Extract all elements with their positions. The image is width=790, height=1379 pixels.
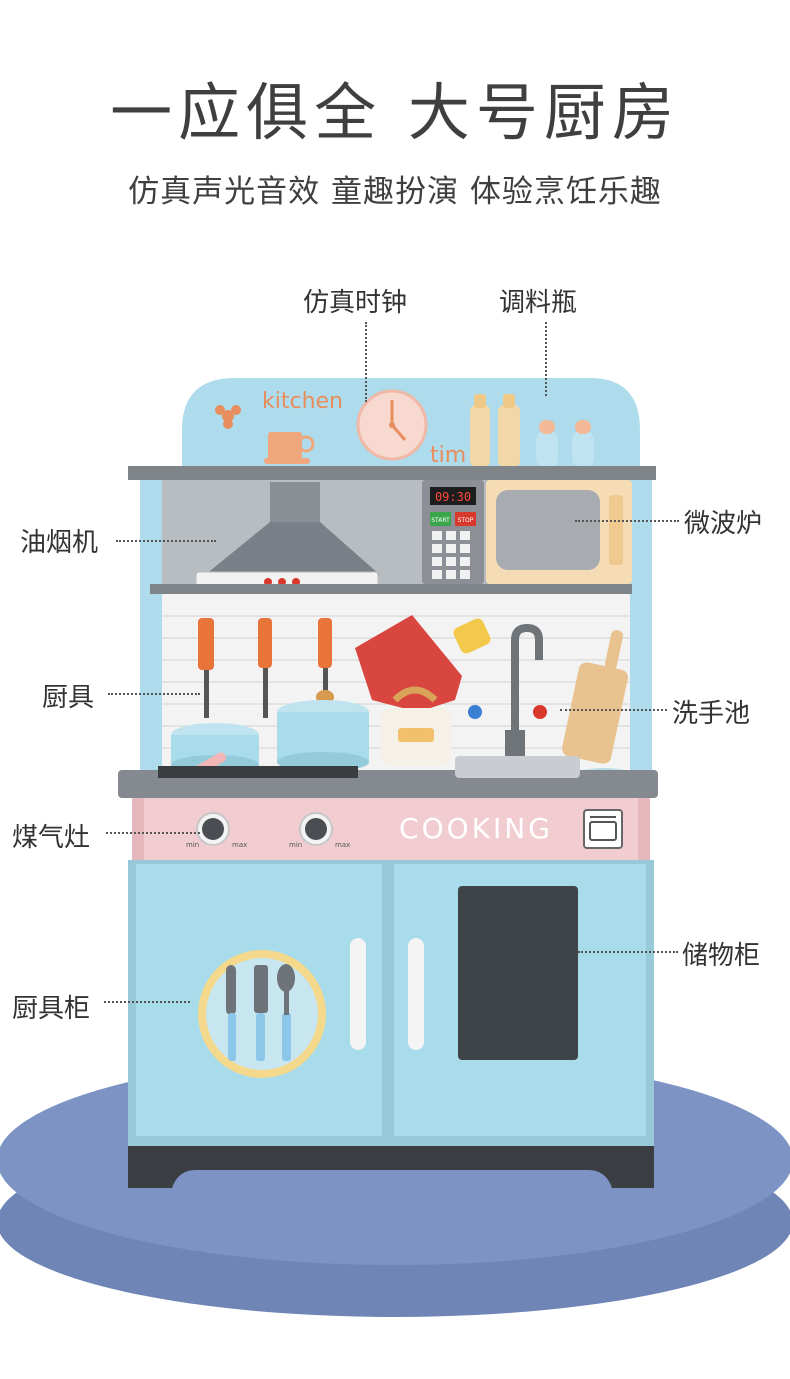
microwave-display-text: 09:30: [435, 490, 471, 504]
callout-stove-label: 煤气灶: [12, 823, 91, 853]
callout-storage-line: [578, 951, 678, 953]
top-shelf: [128, 466, 656, 480]
start-label: START: [431, 517, 450, 524]
cutting-board: [562, 630, 628, 764]
seasoning-bottles: [470, 394, 594, 468]
hutch-right-panel: [630, 480, 652, 770]
back-board-kitchen-text: kitchen: [262, 389, 343, 414]
stock-pot: [277, 700, 369, 772]
callout-microwave-line: [575, 520, 679, 522]
callout-clock-label: 仿真时钟: [303, 288, 408, 318]
left-cabinet-door: [136, 864, 382, 1136]
faucet: [468, 623, 547, 756]
callout-stove-line: [106, 832, 200, 834]
knob-left-min-label: min: [186, 841, 199, 849]
page-title: 一应俱全 大号厨房: [110, 76, 680, 149]
stove-knob-right: min max: [289, 812, 350, 849]
callout-sink-line: [560, 709, 667, 711]
oven-mitt: [355, 615, 462, 712]
range-hood: [195, 482, 380, 593]
page-subtitle: 仿真声光音效 童趣扮演 体验烹饪乐趣: [128, 174, 662, 210]
callout-clock-line: [365, 322, 367, 402]
cabinet-base: [128, 1146, 654, 1188]
knob-right-max-label: max: [335, 841, 350, 849]
middle-shelf: [150, 584, 632, 594]
cooking-label: COOKING: [399, 812, 553, 845]
microwave-control-panel: 09:30 START STOP: [422, 480, 484, 584]
oven-icon: [583, 809, 623, 849]
stop-label: STOP: [458, 517, 474, 524]
sink-basin: [455, 756, 580, 778]
callout-hood-label: 油烟机: [20, 528, 99, 558]
cutlery-icon: [226, 964, 295, 1061]
right-cabinet-door: [394, 864, 646, 1136]
callout-seasoning-label: 调料瓶: [499, 288, 578, 318]
callout-utensils-label: 厨具: [42, 683, 95, 713]
stove-top: [158, 766, 358, 778]
callout-utensils-line: [108, 693, 200, 695]
callout-cabinet-line: [104, 1001, 190, 1003]
rice-cooker: [381, 686, 451, 766]
stove-knob-left: min max: [186, 812, 247, 849]
teacup-icon: [264, 432, 315, 464]
hutch-left-panel: [140, 480, 162, 770]
callout-microwave-label: 微波炉: [684, 509, 763, 539]
callout-cabinet-label: 厨具柜: [12, 994, 91, 1024]
flower-icon: [215, 405, 241, 429]
callout-sink-label: 洗手池: [672, 699, 751, 729]
knob-left-max-label: max: [232, 841, 247, 849]
microwave: [486, 480, 632, 584]
callout-hood-line: [116, 540, 216, 542]
knob-right-min-label: min: [289, 841, 302, 849]
callout-seasoning-line: [545, 322, 547, 396]
callout-storage-label: 储物柜: [682, 941, 761, 971]
back-board-time-text: tim: [430, 443, 466, 468]
wall-clock: [356, 389, 428, 461]
wall-decal: [453, 618, 491, 654]
